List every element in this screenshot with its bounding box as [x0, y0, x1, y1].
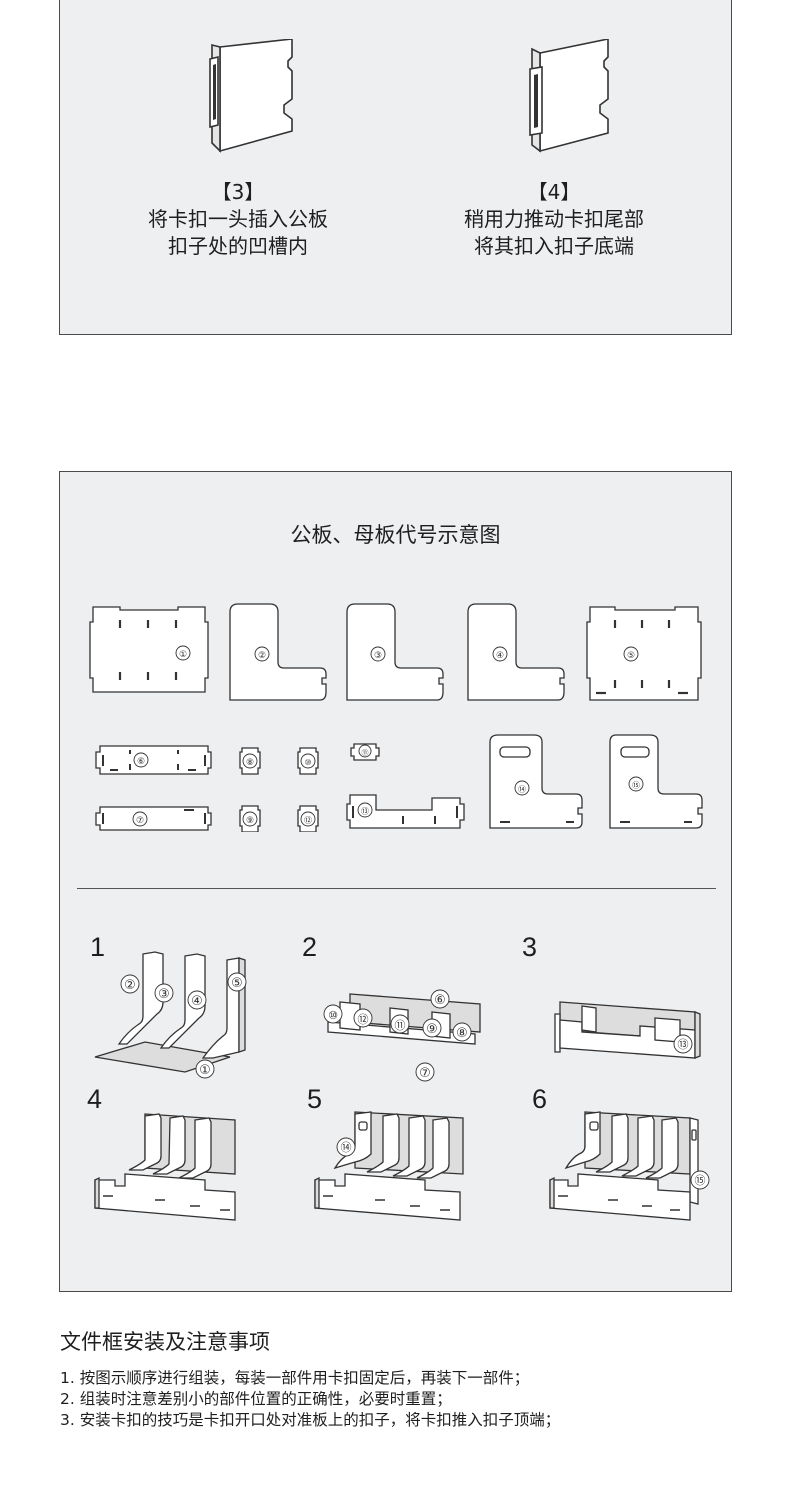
part-label: ⑭ — [518, 785, 526, 794]
assembly-label: ③ — [158, 987, 170, 1002]
step-text: 将其扣入扣子底端 — [474, 234, 634, 258]
assembly-step-1-figure: ② ③ ④ ⑤ ① — [94, 951, 247, 1079]
part-15-board: ⑮ — [609, 734, 703, 829]
part-3-board: ③ — [346, 603, 444, 701]
assembly-label: ① — [199, 1063, 211, 1078]
note-item: 1. 按图示顺序进行组装，每装一部件用卡扣固定后，再装下一部件； — [60, 1369, 530, 1387]
instruction-panel-steps: 【3】 将卡扣一头插入公板 扣子处的凹槽内 【4】 稍用力推动卡扣尾部 将其扣入… — [59, 0, 732, 335]
assembly-step-number: 3 — [522, 932, 538, 962]
part-label: ⑫ — [304, 816, 312, 825]
assembly-step-4-figure — [94, 1113, 236, 1221]
part-10-small: ⑩ — [297, 747, 319, 775]
part-label: ③ — [374, 651, 382, 661]
parts-legend: ① ② ③ ④ — [89, 603, 703, 832]
assembly-label: ④ — [191, 994, 203, 1009]
part-5-board: ⑤ — [586, 606, 702, 701]
part-label: ④ — [496, 651, 504, 661]
part-11-small: ⑪ — [350, 743, 380, 761]
part-14-board: ⑭ — [489, 734, 583, 829]
step-3-caption: 【3】 将卡扣一头插入公板 扣子处的凹槽内 — [88, 179, 388, 260]
assembly-label: ⑭ — [341, 1141, 352, 1154]
note-item: 3. 安装卡扣的技巧是卡扣开口处对准板上的扣子，将卡扣推入扣子顶端； — [60, 1411, 561, 1429]
step-number: 【3】 — [211, 180, 265, 204]
assembly-step-2-figure: ⑥ ⑩ ⑫ ⑪ ⑨ ⑧ ⑦ — [323, 989, 481, 1082]
part-1-board: ① — [89, 606, 209, 693]
section-divider — [77, 888, 716, 889]
part-label: ⑨ — [246, 816, 254, 826]
assembly-label: ⑧ — [456, 1026, 468, 1041]
part-6-strip: ⑥ — [95, 745, 212, 775]
assembly-step-5: 5 ⑭ — [305, 1084, 515, 1239]
assembly-label: ⑩ — [328, 1009, 338, 1022]
assembly-label: ⑫ — [358, 1013, 369, 1026]
part-label: ⑮ — [632, 781, 640, 790]
installation-notes: 文件框安装及注意事项 1. 按图示顺序进行组装，每装一部件用卡扣固定后，再装下一… — [60, 1326, 740, 1431]
part-12-small: ⑫ — [297, 805, 319, 832]
assembly-step-4: 4 — [85, 1084, 295, 1239]
assembly-step-number: 2 — [302, 932, 318, 962]
part-label: ⑪ — [362, 749, 369, 757]
assembly-step-2: 2 ⑥ ⑩ ⑫ ⑪ ⑨ ⑧ ⑦ — [300, 932, 510, 1087]
clip-insert-illustration — [209, 39, 293, 153]
assembly-label: ⑮ — [695, 1174, 706, 1187]
assembly-label: ⑪ — [395, 1019, 406, 1032]
assembly-step-number: 6 — [532, 1084, 548, 1114]
part-label: ⑧ — [246, 758, 254, 768]
assembly-step-number: 1 — [90, 932, 106, 962]
part-label: ⑩ — [304, 758, 311, 767]
step-text: 将卡扣一头插入公板 — [148, 207, 328, 231]
parts-diagram-panel: 公板、母板代号示意图 ① ② ③ — [59, 471, 732, 1292]
assembly-step-number: 5 — [307, 1084, 323, 1114]
step-number: 【4】 — [527, 180, 581, 204]
assembly-label: ⑥ — [434, 993, 446, 1008]
part-label: ⑦ — [136, 816, 144, 826]
assembly-step-5-figure: ⑭ — [314, 1111, 464, 1221]
part-13-board: ⑬ — [346, 794, 465, 829]
assembly-label: ⑨ — [426, 1022, 438, 1037]
part-label: ⑤ — [627, 651, 635, 661]
step-text: 稍用力推动卡扣尾部 — [464, 207, 644, 231]
assembly-label: ⑤ — [231, 976, 243, 991]
assembly-step-3-figure: ⑬ — [554, 1001, 701, 1059]
part-8-small: ⑧ — [239, 747, 261, 775]
part-2-board: ② — [229, 603, 327, 701]
step-4-caption: 【4】 稍用力推动卡扣尾部 将其扣入扣子底端 — [404, 179, 704, 260]
part-label: ① — [179, 650, 187, 660]
diagram-title: 公板、母板代号示意图 — [290, 523, 501, 547]
assembly-label: ⑬ — [678, 1038, 689, 1051]
assembly-step-6: 6 ⑮ — [530, 1084, 740, 1239]
clip-push-illustration — [529, 39, 609, 153]
part-4-board: ④ — [467, 603, 565, 701]
part-9-small: ⑨ — [239, 805, 261, 832]
assembly-step-6-figure: ⑮ — [549, 1111, 710, 1221]
step-text: 扣子处的凹槽内 — [168, 234, 308, 258]
assembly-label: ⑦ — [419, 1066, 431, 1081]
part-label: ⑬ — [361, 807, 369, 816]
note-item: 2. 组装时注意差别小的部件位置的正确性，必要时重置； — [60, 1390, 452, 1408]
part-label: ⑥ — [137, 757, 145, 767]
notes-title: 文件框安装及注意事项 — [60, 1330, 270, 1354]
assembly-step-3: 3 ⑬ — [520, 932, 730, 1087]
part-label: ② — [258, 651, 266, 661]
assembly-step-number: 4 — [87, 1084, 103, 1114]
assembly-step-1: 1 ② ③ ④ ⑤ ① — [85, 932, 295, 1087]
part-7-strip: ⑦ — [95, 806, 212, 831]
assembly-label: ② — [124, 978, 136, 993]
